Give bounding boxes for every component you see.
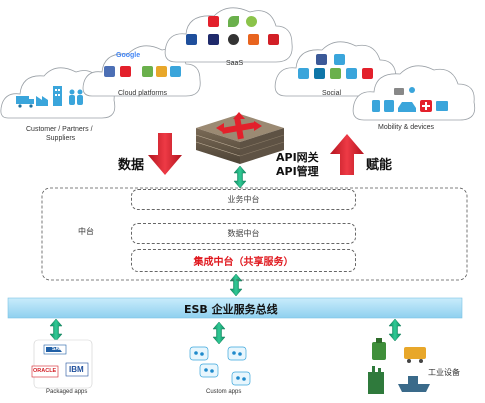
data-down-arrow bbox=[148, 133, 182, 175]
saas-z-icon bbox=[246, 16, 257, 27]
industrial-devices-label: 工业设备 bbox=[428, 368, 460, 377]
platform-tile-icon bbox=[142, 66, 153, 77]
api-gateway-box bbox=[195, 112, 285, 164]
saas-leaf-icon bbox=[228, 16, 239, 27]
api-gateway-label: API网关 bbox=[276, 151, 319, 164]
mobility-icons bbox=[372, 87, 448, 112]
platform-tile-icon bbox=[120, 66, 131, 77]
integration-platform-label: 集成中台（共享服务） bbox=[193, 257, 294, 268]
saas-logo-icon bbox=[228, 34, 239, 45]
packaged-apps-label: Packaged apps bbox=[46, 389, 88, 395]
custom-apps-nodes bbox=[189, 346, 251, 386]
building-icon bbox=[53, 86, 62, 106]
enable-up-arrow bbox=[330, 134, 364, 175]
industrial-devices bbox=[368, 338, 430, 394]
platform-esb-arrow bbox=[229, 273, 243, 297]
customer-label-line2: Suppliers bbox=[46, 135, 76, 142]
custom-apps-label: Custom apps bbox=[206, 389, 242, 395]
ibm-logo: IBM bbox=[69, 365, 84, 374]
social-icon bbox=[346, 68, 357, 79]
social-icon bbox=[330, 68, 341, 79]
saas-logo-icon bbox=[186, 34, 197, 45]
truck-icon bbox=[16, 96, 34, 108]
linkedin-icon bbox=[314, 68, 325, 79]
esb-bar bbox=[7, 297, 463, 319]
facebook-icon bbox=[316, 54, 327, 65]
enable-label: 赋能 bbox=[366, 158, 393, 173]
factory-icon bbox=[36, 96, 48, 106]
saas-logo-icon bbox=[208, 34, 219, 45]
cloud-platforms-label: Cloud platforms bbox=[118, 90, 168, 97]
esb-packaged-arrow bbox=[49, 318, 63, 342]
mobility-label: Mobility & devices bbox=[378, 124, 435, 131]
google-logo: Google bbox=[116, 52, 141, 59]
saas-cube-icon bbox=[208, 16, 219, 27]
api-management-label: API管理 bbox=[276, 165, 319, 178]
saas-logo-icon bbox=[248, 34, 259, 45]
social-label: Social bbox=[322, 90, 342, 97]
saas-label: SaaS bbox=[226, 60, 244, 67]
customer-label-line1: Customer / Partners / bbox=[26, 126, 93, 133]
platform-tile-icon bbox=[156, 66, 167, 77]
social-icon bbox=[362, 68, 373, 79]
saas-logo-icon bbox=[268, 34, 279, 45]
business-platform-label: 业务中台 bbox=[227, 195, 260, 204]
social-icon bbox=[298, 68, 309, 79]
business-platform-tier: 业务中台 bbox=[131, 189, 356, 210]
esb-industrial-arrow bbox=[388, 318, 402, 342]
people-icon bbox=[69, 89, 83, 105]
data-platform-tier: 数据中台 bbox=[131, 223, 356, 244]
social-icon bbox=[334, 54, 345, 65]
data-label: 数据 bbox=[118, 158, 145, 173]
esb-custom-arrow bbox=[212, 321, 226, 345]
gateway-platform-arrow bbox=[233, 165, 247, 189]
platform-tile-icon bbox=[104, 66, 115, 77]
platform-tile-icon bbox=[170, 66, 181, 77]
data-platform-label: 数据中台 bbox=[227, 229, 260, 238]
esb-label: ESB 企业服务总线 bbox=[184, 303, 278, 316]
sap-logo: SAP bbox=[52, 346, 63, 352]
integration-platform-tier: 集成中台（共享服务） bbox=[131, 249, 356, 272]
zhongtai-label: 中台 bbox=[78, 227, 94, 236]
oracle-logo: ORACLE bbox=[33, 368, 57, 374]
